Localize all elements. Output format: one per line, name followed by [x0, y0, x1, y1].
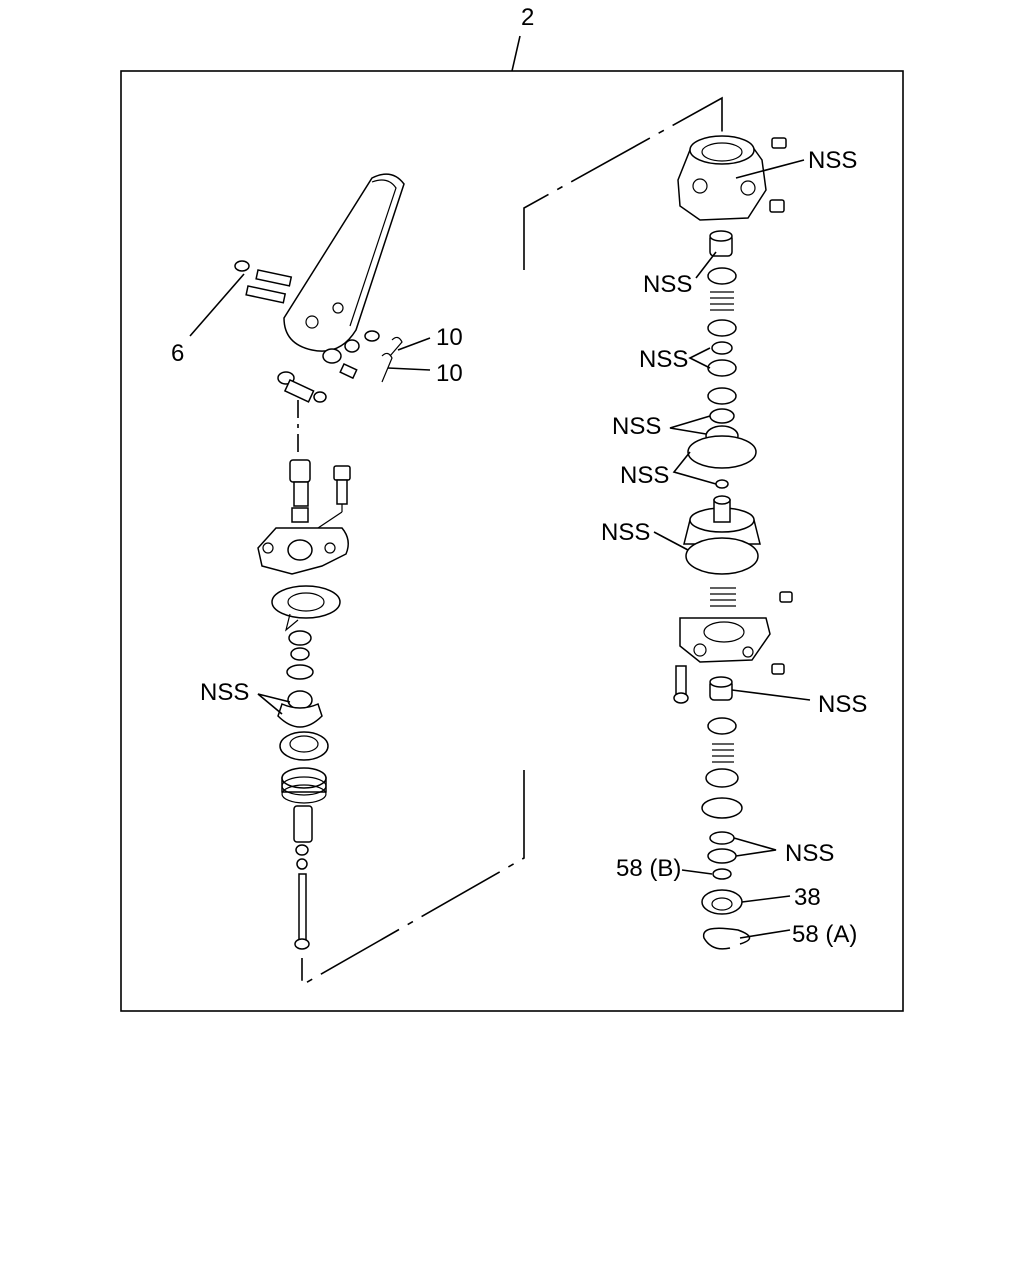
leader-nss-r2 — [695, 251, 717, 279]
diaphragm-piston — [683, 495, 761, 575]
left-lower-stack — [277, 630, 329, 950]
callout-nss-r7: NSS — [818, 691, 867, 718]
leader-nss-r6 — [653, 531, 689, 551]
callout-nss-r5: NSS — [620, 462, 669, 489]
callout-58b: 58 (B) — [616, 855, 681, 882]
leader-nss-r8 — [733, 837, 777, 857]
callout-10a: 10 — [436, 324, 463, 351]
upper-stack — [687, 230, 757, 489]
callout-58a: 58 (A) — [792, 921, 857, 948]
callout-2: 2 — [521, 4, 534, 31]
leader-10b — [387, 367, 431, 371]
upper-bracket-line — [523, 96, 723, 270]
callout-nss-r2: NSS — [643, 271, 692, 298]
leader-6 — [189, 273, 245, 337]
lower-stack — [701, 676, 751, 950]
leader-nss-r3 — [688, 347, 711, 369]
plunger-group — [289, 459, 351, 523]
lower-bracket-line — [301, 770, 525, 987]
boot-dust-cover — [271, 585, 341, 632]
leader-38 — [741, 895, 791, 903]
leader-58b — [681, 869, 713, 875]
lower-valve-housing — [673, 587, 793, 704]
leader-nss-r5 — [672, 451, 717, 485]
callout-10b: 10 — [436, 360, 463, 387]
leader-nss-left — [257, 693, 291, 715]
callout-nss-r3: NSS — [639, 346, 688, 373]
callout-nss-left: NSS — [200, 679, 249, 706]
leader-10a — [397, 337, 431, 351]
mounting-bracket — [257, 504, 349, 575]
pedal-assembly — [234, 173, 405, 403]
callout-nss-r4: NSS — [612, 413, 661, 440]
leader-58a — [739, 929, 791, 939]
leader-nss-r1 — [735, 159, 805, 179]
callout-nss-r8: NSS — [785, 840, 834, 867]
callout-nss-r6: NSS — [601, 519, 650, 546]
leader-nss-r4 — [669, 415, 711, 435]
upper-valve-housing — [677, 135, 787, 221]
leader-nss-r7 — [731, 689, 811, 701]
assembly-leader — [511, 35, 521, 72]
callout-6: 6 — [171, 340, 184, 367]
callout-38: 38 — [794, 884, 821, 911]
callout-nss-r1: NSS — [808, 147, 857, 174]
assembly-frame — [120, 70, 904, 1012]
